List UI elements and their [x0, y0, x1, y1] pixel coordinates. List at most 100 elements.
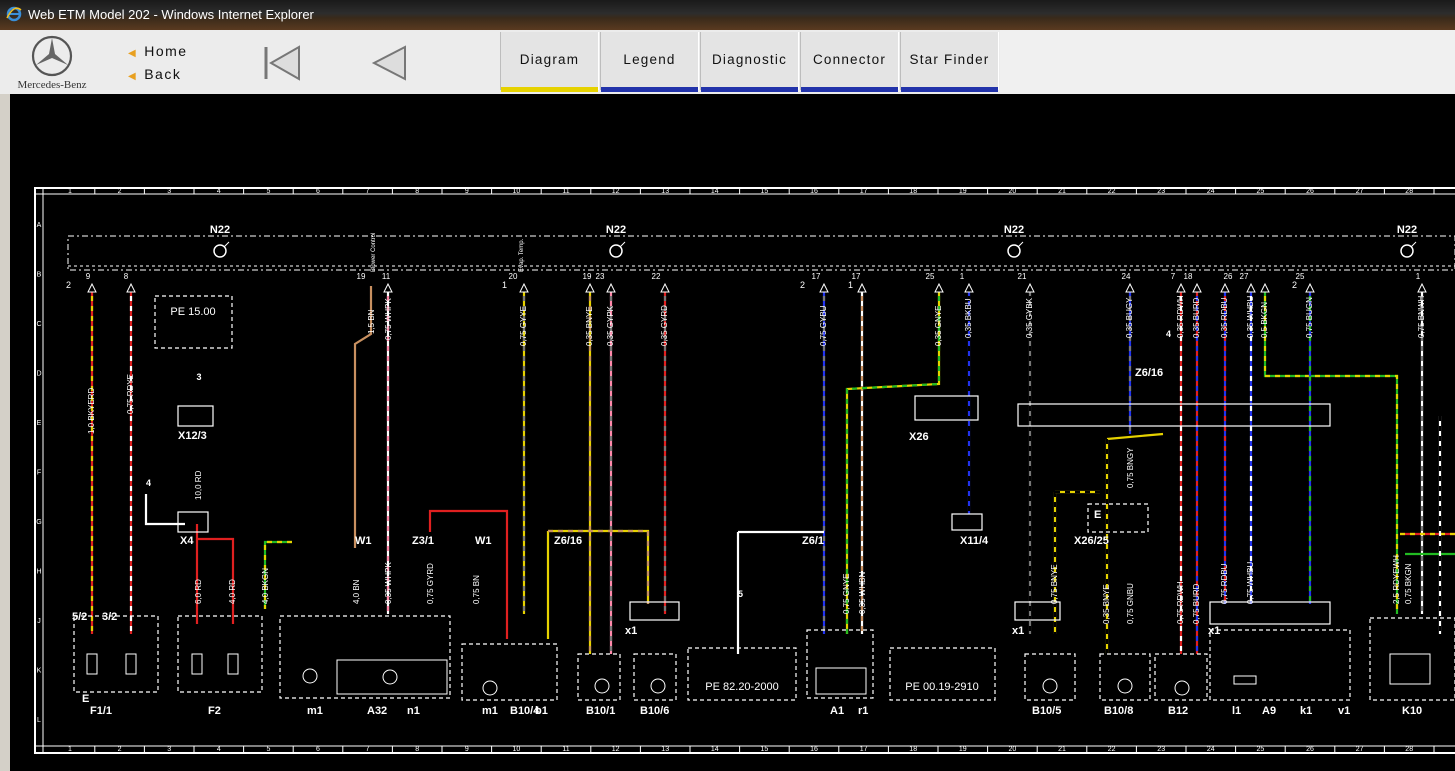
column-number: 26	[1306, 746, 1314, 753]
component-label-r1: r1	[858, 705, 868, 717]
module-symbol-icon	[609, 241, 626, 258]
component-label-m1a: m1	[307, 705, 323, 717]
wire-code-label: 0,35 BNYE	[1102, 584, 1111, 624]
pin-arrow-icon	[1176, 282, 1186, 293]
tab-indicator	[901, 87, 998, 92]
pin-arrow-icon	[934, 282, 944, 293]
connector-x1-b	[1014, 601, 1061, 621]
component-label-k1: k1	[1300, 705, 1312, 717]
component-label-b104: B10/4	[510, 705, 540, 717]
tab-legend[interactable]: Legend	[600, 32, 699, 92]
component-label-f2: F2	[208, 705, 221, 717]
a1-motor-block	[815, 667, 867, 695]
row-letter: H	[36, 569, 41, 576]
component-label-x123: X12/3	[178, 430, 207, 442]
wire-code-label: 0,75 GYYE	[519, 306, 528, 346]
fuse-block-f1-1	[73, 615, 159, 693]
mercedes-benz-logo: Mercedes-Benz	[6, 34, 98, 92]
first-page-button[interactable]	[262, 44, 302, 82]
wire-code-label: 0,35 WHPK	[384, 562, 393, 604]
component-label-k10: K10	[1402, 705, 1422, 717]
component-label-a9: A9	[1262, 705, 1276, 717]
fuse-icon	[125, 653, 137, 675]
bus-number: 1	[848, 280, 853, 290]
column-number: 15	[761, 188, 769, 195]
component-label-w1a: W1	[355, 535, 372, 547]
pin-number: 26	[1224, 272, 1233, 281]
wire-code-label: 0,75 RDWH	[1176, 581, 1185, 624]
row-letter: C	[36, 321, 41, 328]
column-number: 13	[661, 188, 669, 195]
sensor-icon	[1174, 680, 1190, 696]
pin-arrow-icon	[660, 282, 670, 293]
tab-label: Diagram	[519, 52, 580, 67]
branch-number: 4	[1166, 329, 1171, 339]
wire-code-label: 0,35 GYRD	[660, 305, 669, 346]
pin-arrow-icon	[126, 282, 136, 293]
column-number: 4	[217, 746, 221, 753]
sensor-icon	[1117, 678, 1133, 694]
wire-code-label: 0,75 GNBU	[1126, 583, 1135, 624]
wire-code-label: 0,75 GYBU	[819, 305, 828, 346]
tab-diagram[interactable]: Diagram	[500, 32, 599, 92]
pin-number: 1	[1416, 272, 1421, 281]
column-number: 2	[118, 746, 122, 753]
branch-number: 3	[196, 372, 201, 382]
column-number: 8	[415, 746, 419, 753]
pin-number: 20	[509, 272, 518, 281]
sensor-b10-8	[1099, 653, 1151, 701]
wire-code-label: 0,75 WHBU	[1246, 562, 1255, 604]
tab-diagnostic[interactable]: Diagnostic	[700, 32, 799, 92]
pin-arrow-icon	[1246, 282, 1256, 293]
column-number: 5	[266, 188, 270, 195]
wire-gnye-stripe	[845, 286, 941, 634]
previous-page-button[interactable]	[370, 44, 408, 82]
reference-box-pe15	[154, 295, 233, 349]
column-number: 16	[810, 746, 818, 753]
wire-code-label: 0,75 RDBU	[1220, 563, 1229, 604]
sensor-icon	[1042, 678, 1058, 694]
tab-star-finder[interactable]: Star Finder	[900, 32, 999, 92]
pin-arrow-icon	[1125, 282, 1135, 293]
pin-arrow-icon	[1305, 282, 1315, 293]
column-number: 23	[1157, 746, 1165, 753]
reference-box-pe0019	[889, 647, 996, 701]
column-number: 20	[1009, 188, 1017, 195]
column-number: 18	[909, 746, 917, 753]
connector-x1-a	[629, 601, 680, 621]
pin-number: 24	[1122, 272, 1131, 281]
component-label-z61: Z6/1	[802, 535, 824, 547]
row-letter: L	[37, 717, 41, 724]
connector-x26-right	[1017, 403, 1331, 427]
component-label-x1c: x1	[1208, 625, 1220, 637]
pin-number: 7	[1171, 272, 1176, 281]
component-label-x26: X26	[909, 431, 929, 443]
pin-arrow-icon	[383, 282, 393, 293]
wire-bkgn-stripe	[1263, 286, 1399, 614]
wire-code-label: 10,0 RD	[194, 470, 203, 500]
row-letter: D	[36, 371, 41, 378]
wire-code-label: 0,35 BNYE	[585, 306, 594, 346]
pin-arrow-icon	[1260, 282, 1270, 293]
column-number: 22	[1108, 188, 1116, 195]
home-link[interactable]: ◀Home	[128, 43, 188, 59]
column-number: 22	[1108, 746, 1116, 753]
a32-n1-block	[336, 659, 448, 695]
wire-code-label: 0,75 BUGN	[1305, 297, 1314, 338]
row-letter: E	[37, 420, 42, 427]
component-label-lbl32: 3/2	[102, 611, 117, 623]
pin-arrow-icon	[87, 282, 97, 293]
back-link[interactable]: ◀Back	[128, 66, 181, 82]
pe-reference-label: PE 82.20-2000	[705, 681, 778, 693]
wire-code-label: 0,75 BKGN	[1404, 563, 1413, 604]
wire-code-label: 4,0 BKGN	[261, 568, 270, 604]
module-label-n22: N22	[1004, 224, 1024, 236]
column-number: 24	[1207, 746, 1215, 753]
module-symbol-icon	[1400, 241, 1417, 258]
module-circle	[1007, 244, 1021, 258]
column-number: 4	[217, 188, 221, 195]
window-title-bar: Web ETM Model 202 - Windows Internet Exp…	[0, 0, 1455, 30]
tab-connector[interactable]: Connector	[800, 32, 899, 92]
column-number: 5	[266, 746, 270, 753]
pin-arrow-icon	[857, 282, 867, 293]
